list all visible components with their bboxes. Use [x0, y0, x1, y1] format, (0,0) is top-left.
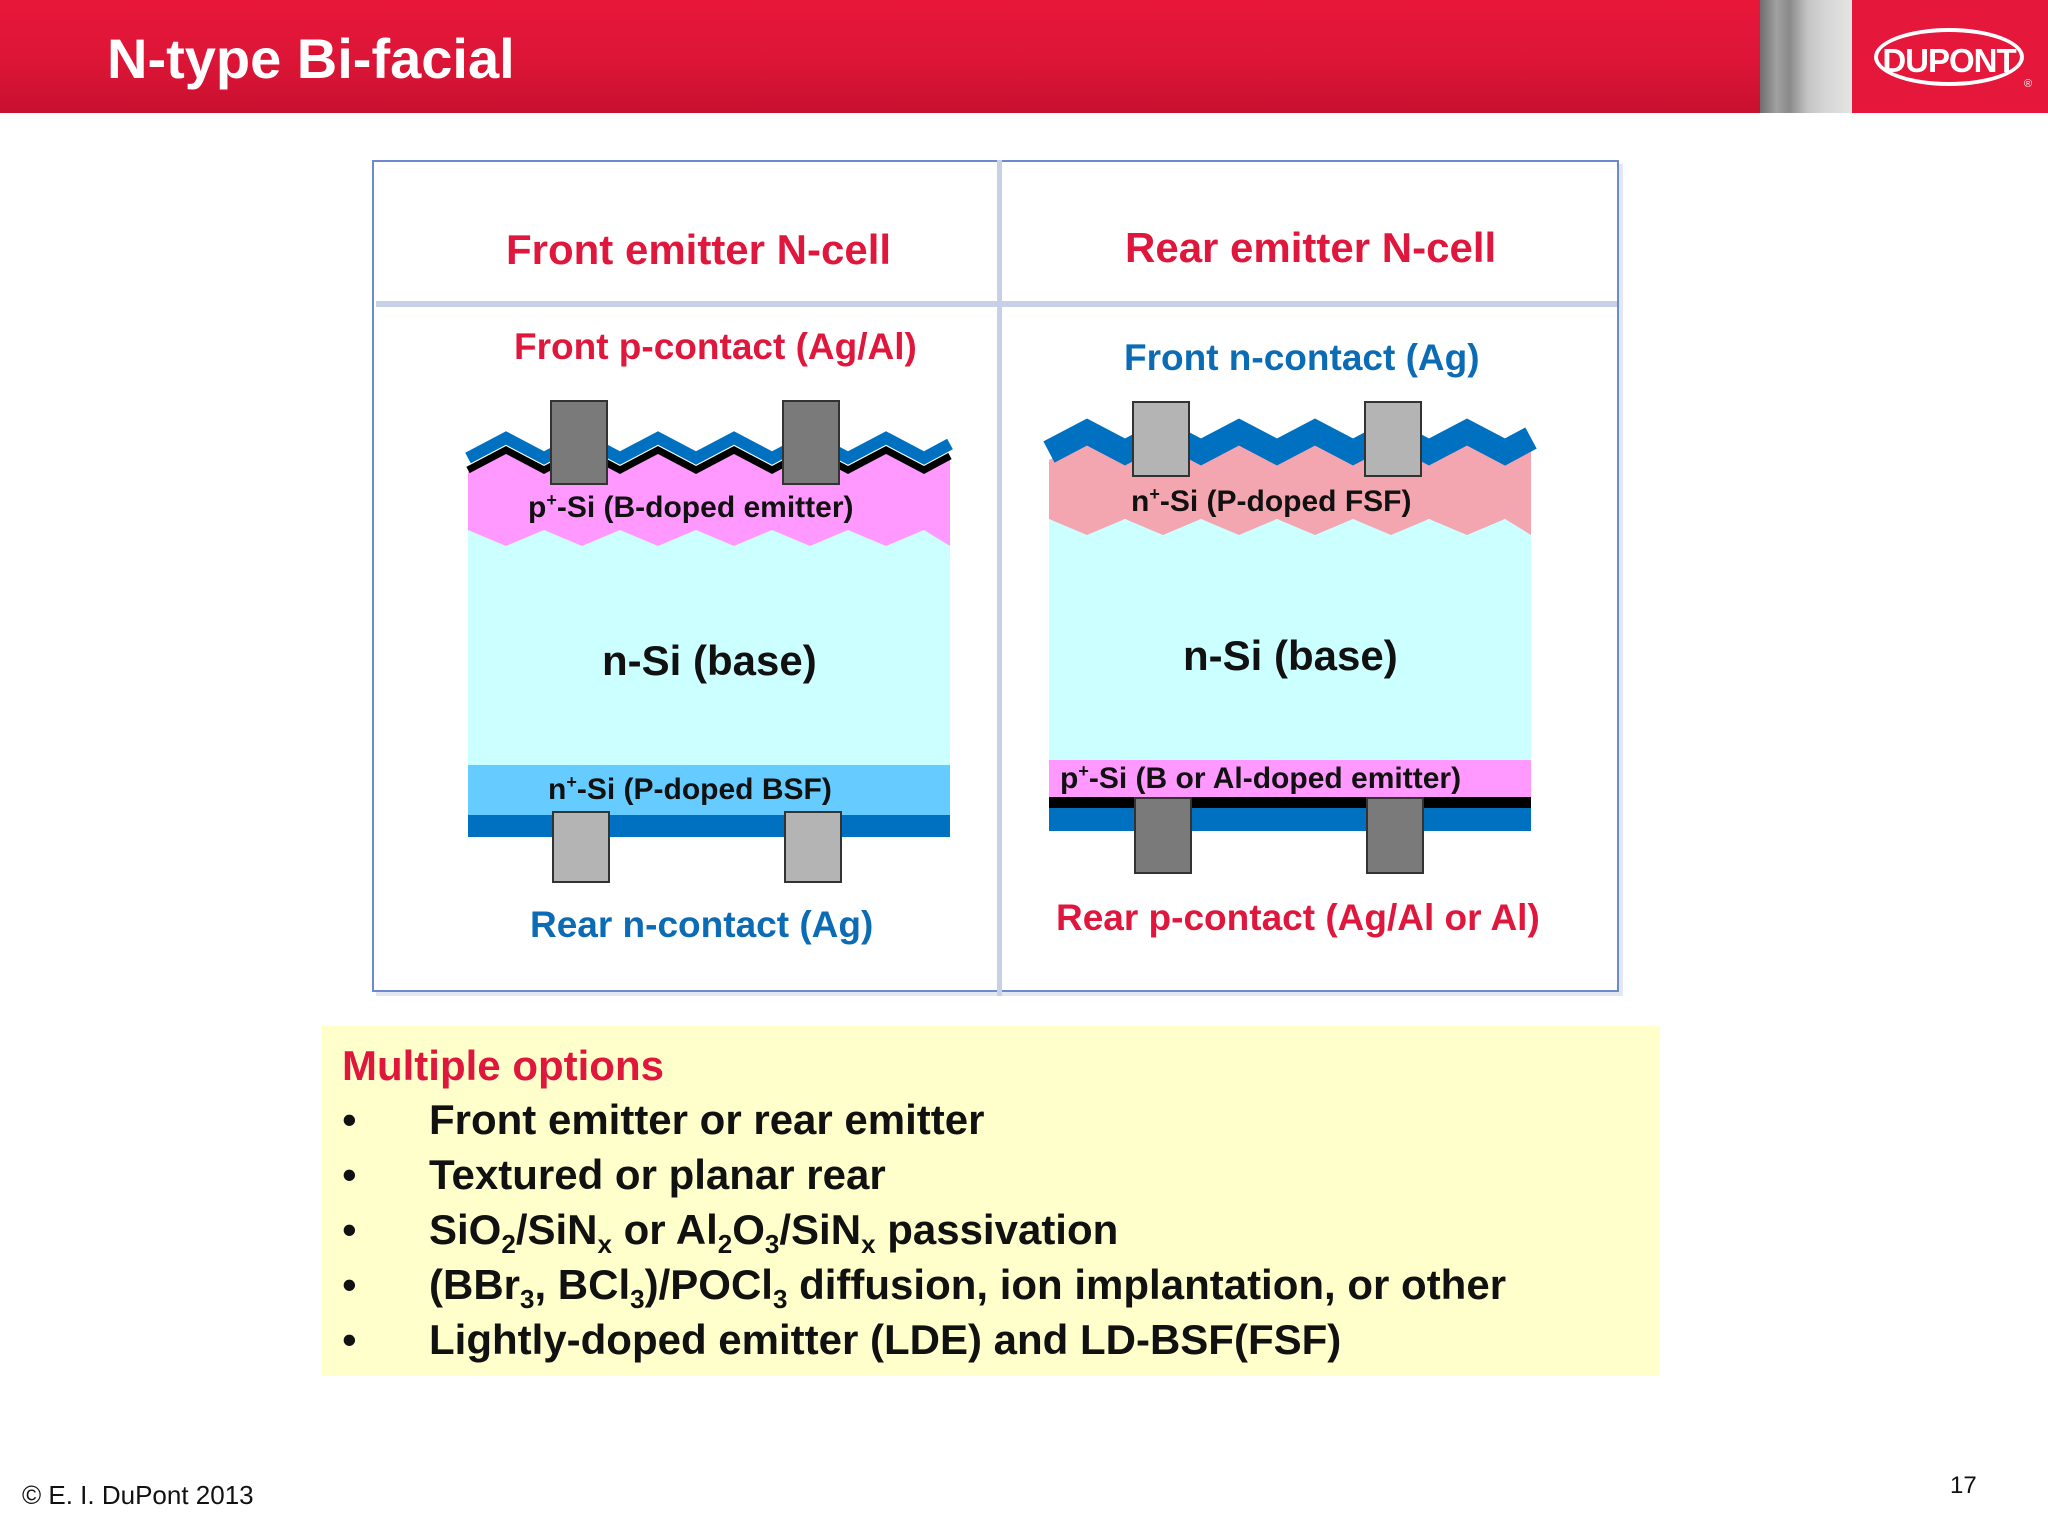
- n-bsf-label: n+-Si (P-doped BSF): [548, 772, 832, 806]
- rear-base-label: n-Si (base): [1183, 632, 1398, 679]
- front-cell-title: Front emitter N-cell: [506, 226, 892, 273]
- frame-column-divider: [997, 160, 1002, 996]
- option-text: Textured or planar rear: [429, 1151, 886, 1198]
- frame-shadow: [1619, 164, 1623, 996]
- slide-title: N-type Bi-facial: [107, 27, 515, 90]
- options-box: Multiple options • Front emitter or rear …: [322, 1026, 1660, 1376]
- option-text: SiO2/SiNx or Al2O3/SiNx passivation: [429, 1206, 1119, 1259]
- rear-n-contact-finger: [552, 811, 610, 883]
- rear-passivation-layer: [468, 815, 950, 837]
- front-base-label: n-Si (base): [602, 637, 817, 684]
- front-n-contact-finger: [1364, 401, 1422, 477]
- copyright-notice: © E. I. DuPont 2013: [22, 1480, 254, 1510]
- frame-header-divider: [376, 301, 1617, 307]
- front-p-contact-finger: [550, 400, 608, 485]
- bullet-icon: •: [342, 1206, 357, 1253]
- rear-p-contact-finger: [1134, 797, 1192, 874]
- logo-gradient-strip: [1760, 0, 1852, 113]
- dupont-logo: DUPONT ®: [1852, 0, 2048, 113]
- rear-n-contact-finger: [784, 811, 842, 883]
- bullet-icon: •: [342, 1096, 357, 1143]
- n-si-base-layer: [468, 520, 950, 770]
- n-bsf-layer: [468, 765, 950, 815]
- rear-cell-title: Rear emitter N-cell: [1125, 224, 1497, 271]
- front-arc-layer: [1043, 418, 1537, 466]
- n-fsf-label: n+-Si (P-doped FSF): [1131, 484, 1412, 518]
- p-rear-emitter-label: p+-Si (B or Al-doped emitter): [1060, 761, 1462, 795]
- option-text: (BBr3, BCl3)/POCl3 diffusion, ion implan…: [429, 1261, 1507, 1314]
- option-text: Front emitter or rear emitter: [429, 1096, 985, 1143]
- bullet-icon: •: [342, 1151, 357, 1198]
- front-n-contact-label: Front n-contact (Ag): [1124, 337, 1480, 378]
- rear-p-contact-finger: [1366, 797, 1424, 874]
- page-number: 17: [1950, 1472, 1977, 1499]
- registered-mark: ®: [2024, 78, 2033, 90]
- logo-oval-icon: DUPONT: [1874, 28, 2024, 86]
- front-emitter-cell-diagram: [465, 400, 953, 883]
- logo-text: DUPONT: [1882, 42, 2016, 79]
- rear-n-contact-label: Rear n-contact (Ag): [530, 904, 874, 945]
- p-rear-emitter-layer: [1049, 760, 1531, 797]
- option-text: Lightly-doped emitter (LDE) and LD-BSF(F…: [429, 1316, 1342, 1363]
- header-bar: N-type Bi-facial DUPONT ®: [0, 0, 2048, 113]
- rear-emitter-cell-diagram: [1043, 401, 1537, 874]
- front-n-contact-finger: [1132, 401, 1190, 477]
- rear-p-contact-label: Rear p-contact (Ag/Al or Al): [1056, 897, 1540, 938]
- rear-passivation-layer: [1049, 808, 1531, 831]
- rear-passivation-line: [1049, 797, 1531, 808]
- bullet-icon: •: [342, 1261, 357, 1308]
- p-emitter-label: p+-Si (B-doped emitter): [528, 490, 854, 524]
- front-p-contact-finger: [782, 400, 840, 485]
- options-title: Multiple options: [342, 1042, 664, 1089]
- n-si-base-layer: [1049, 520, 1531, 764]
- front-p-contact-label: Front p-contact (Ag/Al): [514, 326, 917, 367]
- bullet-icon: •: [342, 1316, 357, 1363]
